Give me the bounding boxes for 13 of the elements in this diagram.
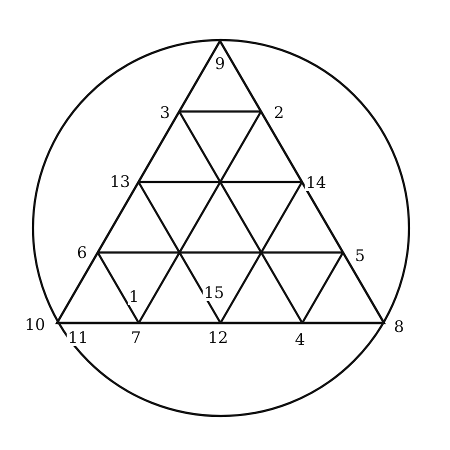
vertex-number: 6 — [76, 245, 88, 261]
vertex-number: 8 — [392, 319, 406, 335]
vertex-number: 9 — [214, 56, 226, 72]
vertex-number: 5 — [354, 248, 366, 264]
vertex-number: 14 — [304, 175, 328, 191]
vertex-number: 13 — [108, 174, 132, 190]
vertex-number: 15 — [202, 285, 226, 301]
vertex-number: 4 — [294, 332, 306, 348]
vertex-number: 10 — [24, 317, 46, 333]
vertex-number: 2 — [272, 105, 286, 121]
vertex-number: 3 — [158, 105, 172, 121]
vertex-number: 7 — [130, 330, 142, 346]
vertex-number: 12 — [206, 330, 230, 346]
